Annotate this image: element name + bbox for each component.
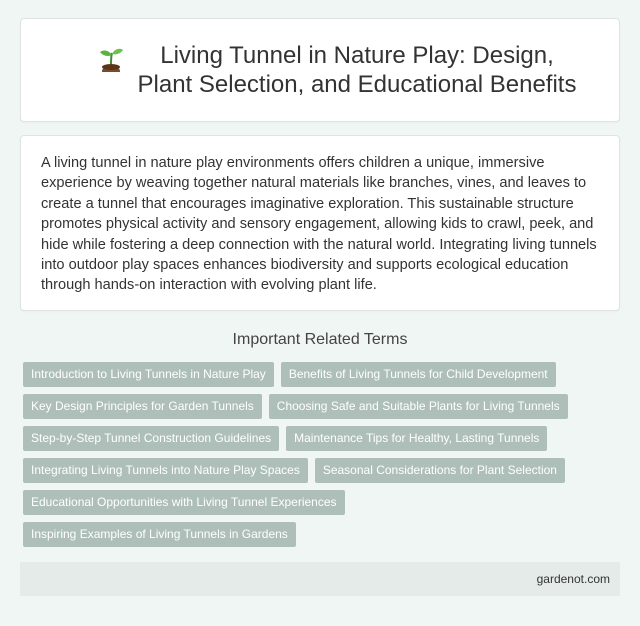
- term-tag[interactable]: Step-by-Step Tunnel Construction Guideli…: [23, 426, 280, 451]
- term-tag[interactable]: Benefits of Living Tunnels for Child Dev…: [280, 362, 556, 387]
- sprout-icon: [100, 48, 123, 72]
- footer-site-link[interactable]: gardenot.com: [536, 572, 610, 586]
- term-tag[interactable]: Integrating Living Tunnels into Nature P…: [23, 458, 308, 483]
- term-tag[interactable]: Educational Opportunities with Living Tu…: [23, 490, 345, 515]
- related-terms-list: Introduction to Living Tunnels in Nature…: [23, 362, 623, 547]
- page-title: Living Tunnel in Nature Play: Design, Pl…: [137, 42, 577, 98]
- intro-card: A living tunnel in nature play environme…: [20, 135, 620, 311]
- footer: gardenot.com: [20, 562, 620, 596]
- title-card: Living Tunnel in Nature Play: Design, Pl…: [20, 18, 620, 122]
- term-tag[interactable]: Choosing Safe and Suitable Plants for Li…: [268, 394, 568, 419]
- related-terms-heading: Important Related Terms: [232, 331, 408, 348]
- term-tag[interactable]: Inspiring Examples of Living Tunnels in …: [23, 522, 296, 547]
- intro-text: A living tunnel in nature play environme…: [41, 155, 597, 294]
- term-tag[interactable]: Maintenance Tips for Healthy, Lasting Tu…: [286, 426, 548, 451]
- term-tag[interactable]: Seasonal Considerations for Plant Select…: [314, 458, 565, 483]
- term-tag[interactable]: Key Design Principles for Garden Tunnels: [23, 394, 262, 419]
- term-tag[interactable]: Introduction to Living Tunnels in Nature…: [23, 362, 274, 387]
